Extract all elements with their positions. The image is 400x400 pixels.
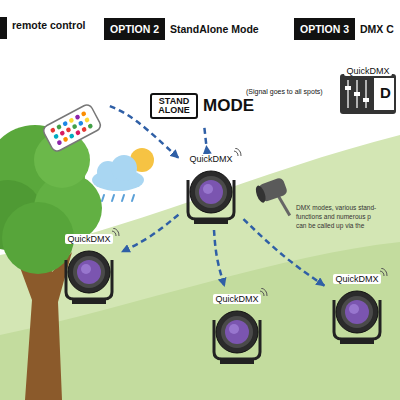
spike-stake xyxy=(278,195,289,217)
dashed-arrow xyxy=(204,128,206,146)
remote-button xyxy=(50,127,56,133)
remote-button xyxy=(68,117,74,123)
spotlight-lens xyxy=(199,180,223,204)
option-panel: remote control xyxy=(0,8,108,158)
spike-spotlight xyxy=(254,177,296,224)
option-title: DMX C xyxy=(360,23,394,35)
option-header: OPTION 3 DMX C xyxy=(294,14,398,44)
lens-highlight xyxy=(349,304,359,314)
option-title: StandAlone Mode xyxy=(170,23,259,35)
spotlight-base xyxy=(340,339,374,344)
remote-button xyxy=(59,130,65,136)
spotlight-lens xyxy=(225,320,249,344)
spotlight: QuickDMX xyxy=(180,148,242,228)
fader-knob xyxy=(354,92,360,96)
dashed-arrow xyxy=(122,215,179,252)
spotlight-ring xyxy=(73,256,105,288)
dmx-controller: QuickDMX D xyxy=(338,60,398,116)
remote-button xyxy=(65,127,71,133)
standalone-icon: STAND ALONEMODE xyxy=(150,86,254,126)
spotlight-lens xyxy=(345,300,369,324)
remote-button xyxy=(56,140,62,146)
spotlight: QuickDMX xyxy=(326,268,388,348)
device-letter: D xyxy=(380,84,391,101)
option-badge: OPTION 3 xyxy=(294,18,355,40)
brand-label: QuickDMX xyxy=(333,274,380,284)
spotlight-ring xyxy=(195,176,227,208)
spotlight-body xyxy=(68,251,110,293)
remote-icon xyxy=(42,103,103,153)
signal-icon xyxy=(260,288,267,296)
spotlight: QuickDMX xyxy=(58,228,120,308)
remote-button xyxy=(78,120,84,126)
brand-label: QuickDMX xyxy=(187,154,234,164)
spotlight-lens xyxy=(77,260,101,284)
fader-knob xyxy=(345,86,351,90)
lens-highlight xyxy=(229,324,239,334)
option-box-cut xyxy=(0,17,7,39)
remote-button xyxy=(56,124,62,130)
remote-button xyxy=(87,123,93,129)
fader-slot xyxy=(365,80,367,108)
remote-button xyxy=(81,111,87,117)
tree xyxy=(0,125,102,400)
info-note: can be called up via the xyxy=(296,222,364,229)
remote-button xyxy=(69,133,75,139)
spike-lens xyxy=(254,184,268,204)
lens-highlight xyxy=(81,264,91,274)
spotlight-base xyxy=(72,299,106,304)
brand-label: QuickDMX xyxy=(65,234,112,244)
fader-knob xyxy=(363,98,369,102)
signal-icon xyxy=(380,268,387,276)
lens-highlight xyxy=(203,184,213,194)
controller-face xyxy=(374,78,394,110)
signal-icon xyxy=(234,148,241,156)
spotlight-body xyxy=(336,291,378,333)
info-note: functions and numerous p xyxy=(296,213,371,220)
controller-body xyxy=(340,74,396,114)
option-badge: OPTION 2 xyxy=(104,18,165,40)
remote-button xyxy=(62,121,68,127)
spotlight-body xyxy=(216,311,258,353)
spotlight-ring xyxy=(341,296,373,328)
brand-label: QuickDMX xyxy=(344,66,391,76)
spotlight-base xyxy=(220,359,254,364)
dashed-arrow xyxy=(243,219,324,286)
tree-canopy xyxy=(2,202,74,274)
brand-label: QuickDMX xyxy=(213,294,260,304)
signal-note: (Signal goes to all spots) xyxy=(246,88,323,95)
signal-icon xyxy=(112,228,119,236)
remote-button xyxy=(62,136,68,142)
mode-badge: STAND ALONE xyxy=(150,93,198,120)
fader-slot xyxy=(347,80,349,108)
remote-button xyxy=(74,114,80,120)
remote-button xyxy=(75,130,81,136)
spotlight: QuickDMX xyxy=(206,288,268,368)
remote-body xyxy=(42,103,103,153)
option-header: OPTION 2 StandAlone Mode xyxy=(104,14,264,44)
weather-icon xyxy=(92,148,154,201)
info-note: DMX modes, various stand- xyxy=(296,204,376,211)
spotlight-base xyxy=(194,219,228,224)
cloud xyxy=(111,155,137,181)
remote-button xyxy=(84,117,90,123)
remote-button xyxy=(72,123,78,129)
spotlight-body xyxy=(190,171,232,213)
mode-word: MODE xyxy=(203,96,254,116)
rain xyxy=(102,195,134,201)
spotlight-ring xyxy=(221,316,253,348)
remote-button xyxy=(81,126,87,132)
option-title: remote control xyxy=(0,8,86,31)
dashed-arrow xyxy=(214,230,224,286)
remote-button xyxy=(53,133,59,139)
